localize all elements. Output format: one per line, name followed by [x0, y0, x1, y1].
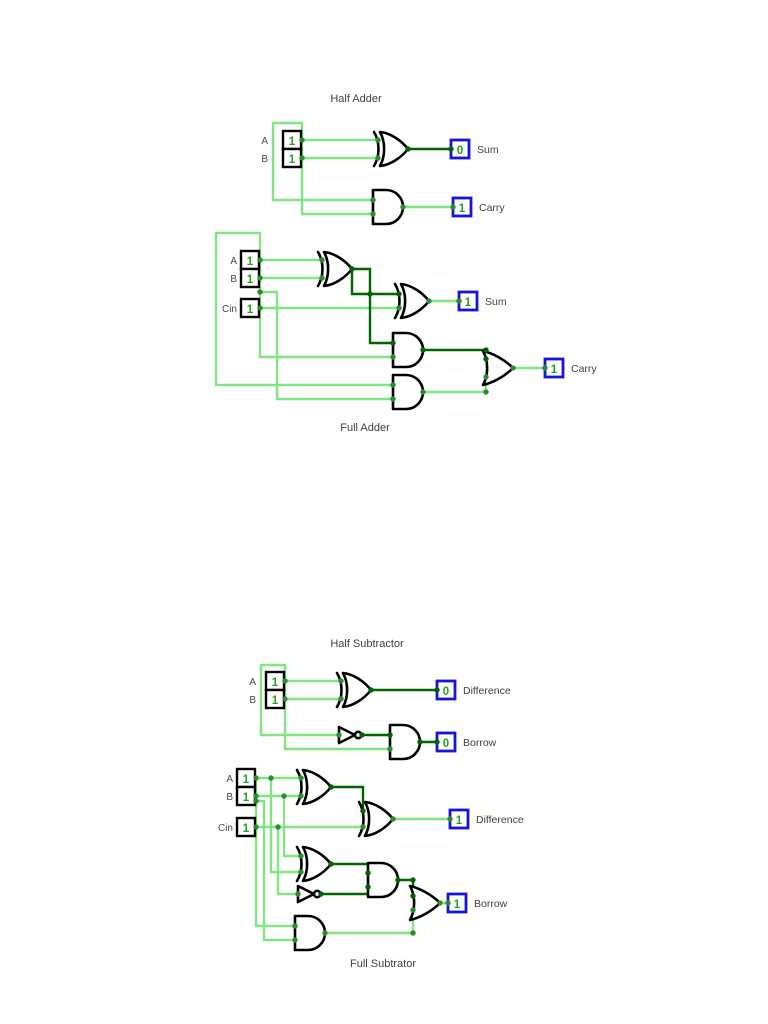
input-b[interactable]: 1 — [264, 688, 286, 710]
output-borrow: 0 Borrow — [435, 731, 497, 753]
full-adder-circuit: Full Adder 1 1 1 — [214, 231, 597, 434]
output-carry-value: 1 — [459, 203, 466, 215]
half-adder-circuit: Half Adder 1 1 A B 0 Sum — [261, 93, 505, 226]
or-gate-icon — [408, 884, 442, 922]
input-b-label: B — [261, 154, 268, 165]
half-adder-title: Half Adder — [330, 93, 382, 105]
output-sum-value: 0 — [457, 145, 463, 157]
full-adder-title: Full Adder — [340, 422, 390, 434]
output-carry: 1 Carry — [451, 196, 505, 218]
input-cin-label: Cin — [222, 304, 237, 315]
xor-gate-icon — [316, 250, 354, 288]
junction-dots — [257, 257, 548, 402]
input-cin-label: Cin — [218, 823, 233, 834]
input-b-label: B — [249, 695, 256, 706]
input-a-label: A — [230, 256, 237, 267]
xor-gate-icon — [295, 768, 333, 806]
or-gate-icon — [481, 349, 515, 387]
output-difference-label: Difference — [476, 814, 524, 826]
input-a[interactable]: 1 — [235, 767, 257, 789]
and-gate-icon — [293, 914, 327, 952]
input-b-value: 1 — [272, 695, 279, 707]
xor-gate-icon — [372, 130, 410, 168]
output-difference: 0 Difference — [435, 679, 511, 701]
input-a-label: A — [249, 677, 256, 688]
input-a-value: 1 — [289, 136, 296, 148]
output-carry-value: 1 — [551, 364, 558, 376]
full-subtractor-wires-high — [254, 776, 452, 942]
input-a-value: 1 — [247, 256, 254, 268]
output-sum-label: Sum — [477, 144, 499, 156]
output-borrow-value: 0 — [443, 738, 449, 750]
half-subtractor-circuit: Half Subtractor 1 1 A B 0 Difference — [249, 638, 511, 761]
output-carry-label: Carry — [479, 202, 505, 214]
xor-gate-icon — [357, 800, 395, 838]
output-difference-value: 1 — [456, 815, 463, 827]
and-gate-icon — [391, 331, 425, 369]
output-sum-value: 1 — [465, 297, 472, 309]
input-a[interactable]: 1 — [264, 670, 286, 692]
input-b-value: 1 — [289, 154, 296, 166]
input-b[interactable]: 1 — [281, 147, 303, 169]
input-a[interactable]: 1 — [239, 249, 261, 271]
output-carry-label: Carry — [571, 363, 597, 375]
xor-gate-icon — [393, 282, 431, 320]
half-subtractor-title: Half Subtractor — [330, 638, 404, 650]
input-a-value: 1 — [243, 774, 250, 786]
input-cin[interactable]: 1 — [239, 297, 261, 319]
input-b-value: 1 — [247, 274, 254, 286]
output-difference-value: 0 — [443, 686, 449, 698]
input-b[interactable]: 1 — [239, 267, 261, 289]
and-gate-icon — [371, 188, 405, 226]
xor-gate-icon — [295, 845, 333, 883]
half-subtractor-wires-low — [360, 688, 439, 744]
output-carry: 1 Carry — [543, 357, 597, 379]
output-borrow-value: 1 — [454, 899, 461, 911]
output-sum: 0 Sum — [449, 138, 499, 160]
full-subtractor-title: Full Subtrator — [350, 958, 416, 970]
junction-dots — [253, 775, 453, 943]
input-b[interactable]: 1 — [235, 785, 257, 807]
half-adder-wires-high — [271, 121, 455, 216]
input-a[interactable]: 1 — [281, 129, 303, 151]
xor-gate-icon — [335, 671, 373, 709]
input-a-label: A — [226, 774, 233, 785]
input-b-value: 1 — [243, 792, 250, 804]
junction-dots — [282, 678, 440, 752]
output-sum-label: Sum — [485, 296, 507, 308]
output-borrow-label: Borrow — [474, 898, 508, 910]
input-cin[interactable]: 1 — [235, 816, 257, 838]
input-cin-value: 1 — [243, 823, 250, 835]
and-gate-icon — [391, 373, 425, 411]
output-difference: 1 Difference — [448, 808, 524, 830]
output-difference-label: Difference — [463, 685, 511, 697]
not-gate-icon — [337, 725, 363, 745]
and-gate-icon — [388, 723, 422, 761]
not-gate-icon — [296, 884, 322, 904]
input-a-value: 1 — [272, 677, 279, 689]
input-b-label: B — [230, 274, 237, 285]
input-cin-value: 1 — [247, 304, 254, 316]
and-gate-icon — [366, 861, 400, 899]
output-borrow: 1 Borrow — [446, 892, 508, 914]
input-b-label: B — [226, 792, 233, 803]
output-borrow-label: Borrow — [463, 737, 497, 749]
output-sum: 1 Sum — [457, 290, 507, 312]
junction-dots — [299, 137, 456, 217]
input-a-label: A — [261, 136, 268, 147]
full-subtractor-circuit: Full Subtrator 1 — [218, 767, 524, 970]
